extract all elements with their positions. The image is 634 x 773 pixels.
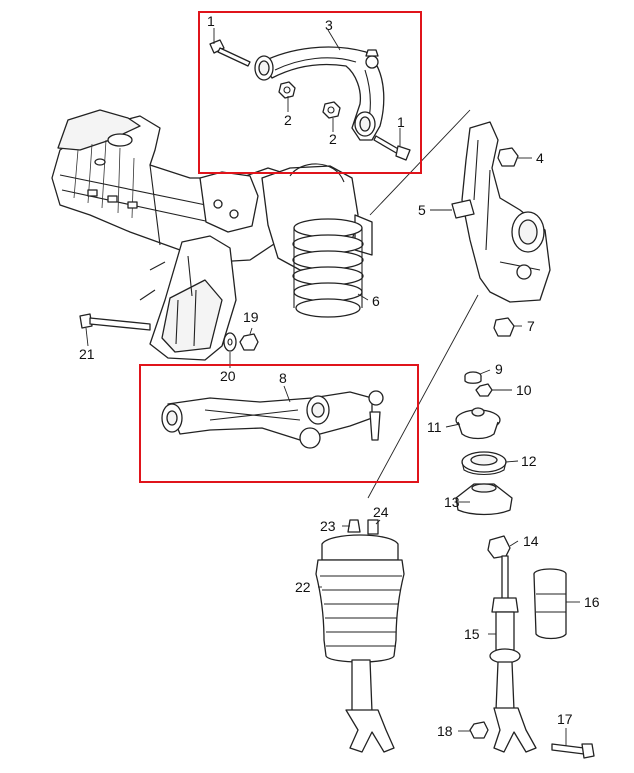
washer-10 [475, 383, 493, 397]
part-number-16[interactable]: 16 [584, 594, 600, 610]
air-spring-assembly [315, 519, 405, 753]
bolt-1-upper [209, 39, 251, 67]
part-number-21[interactable]: 21 [79, 346, 95, 362]
upper-mount-11 [455, 407, 501, 440]
part-number-7[interactable]: 7 [527, 318, 535, 334]
upper-control-arm [254, 46, 385, 141]
nut-19 [239, 333, 259, 351]
part-number-17[interactable]: 17 [557, 711, 573, 727]
part-number-23[interactable]: 23 [320, 518, 336, 534]
nut-18 [469, 721, 489, 739]
part-number-14[interactable]: 14 [523, 533, 539, 549]
part-number-1b[interactable]: 1 [397, 114, 405, 130]
part-number-18[interactable]: 18 [437, 723, 453, 739]
part-number-20[interactable]: 20 [220, 368, 236, 384]
washer-20 [223, 332, 237, 352]
part-number-2a[interactable]: 2 [284, 112, 292, 128]
part-number-1a[interactable]: 1 [207, 13, 215, 29]
part-number-13[interactable]: 13 [444, 494, 460, 510]
nut-9 [464, 371, 482, 384]
seat-13 [455, 483, 513, 516]
dust-boot-16 [533, 568, 567, 640]
nut-4 [497, 147, 519, 167]
steering-knuckle [451, 121, 551, 303]
part-number-22[interactable]: 22 [295, 579, 311, 595]
upper-arm-highlight-box [198, 11, 422, 174]
bearing-12 [461, 451, 507, 476]
part-number-2b[interactable]: 2 [329, 131, 337, 147]
part-number-5[interactable]: 5 [418, 202, 426, 218]
part-number-11[interactable]: 11 [427, 419, 442, 435]
lower-control-arm [161, 390, 384, 449]
part-number-6[interactable]: 6 [372, 293, 380, 309]
bolt-21 [79, 313, 151, 331]
part-number-24[interactable]: 24 [373, 504, 389, 520]
part-number-9[interactable]: 9 [495, 361, 503, 377]
nut-7 [493, 317, 515, 337]
part-number-19[interactable]: 19 [243, 309, 259, 325]
part-number-15[interactable]: 15 [464, 626, 480, 642]
part-number-3[interactable]: 3 [325, 17, 333, 33]
coil-spring [292, 218, 364, 318]
part-number-4[interactable]: 4 [536, 150, 544, 166]
bolt-17 [551, 743, 595, 759]
nut-2-right [322, 101, 341, 119]
bumper-14 [487, 535, 511, 559]
bolt-1-lower [373, 135, 411, 161]
shock-absorber [489, 555, 537, 753]
nut-2-left [278, 81, 296, 99]
lower-arm-highlight-box [139, 364, 419, 483]
part-number-12[interactable]: 12 [521, 453, 537, 469]
part-number-8[interactable]: 8 [279, 370, 287, 386]
part-number-10[interactable]: 10 [516, 382, 532, 398]
